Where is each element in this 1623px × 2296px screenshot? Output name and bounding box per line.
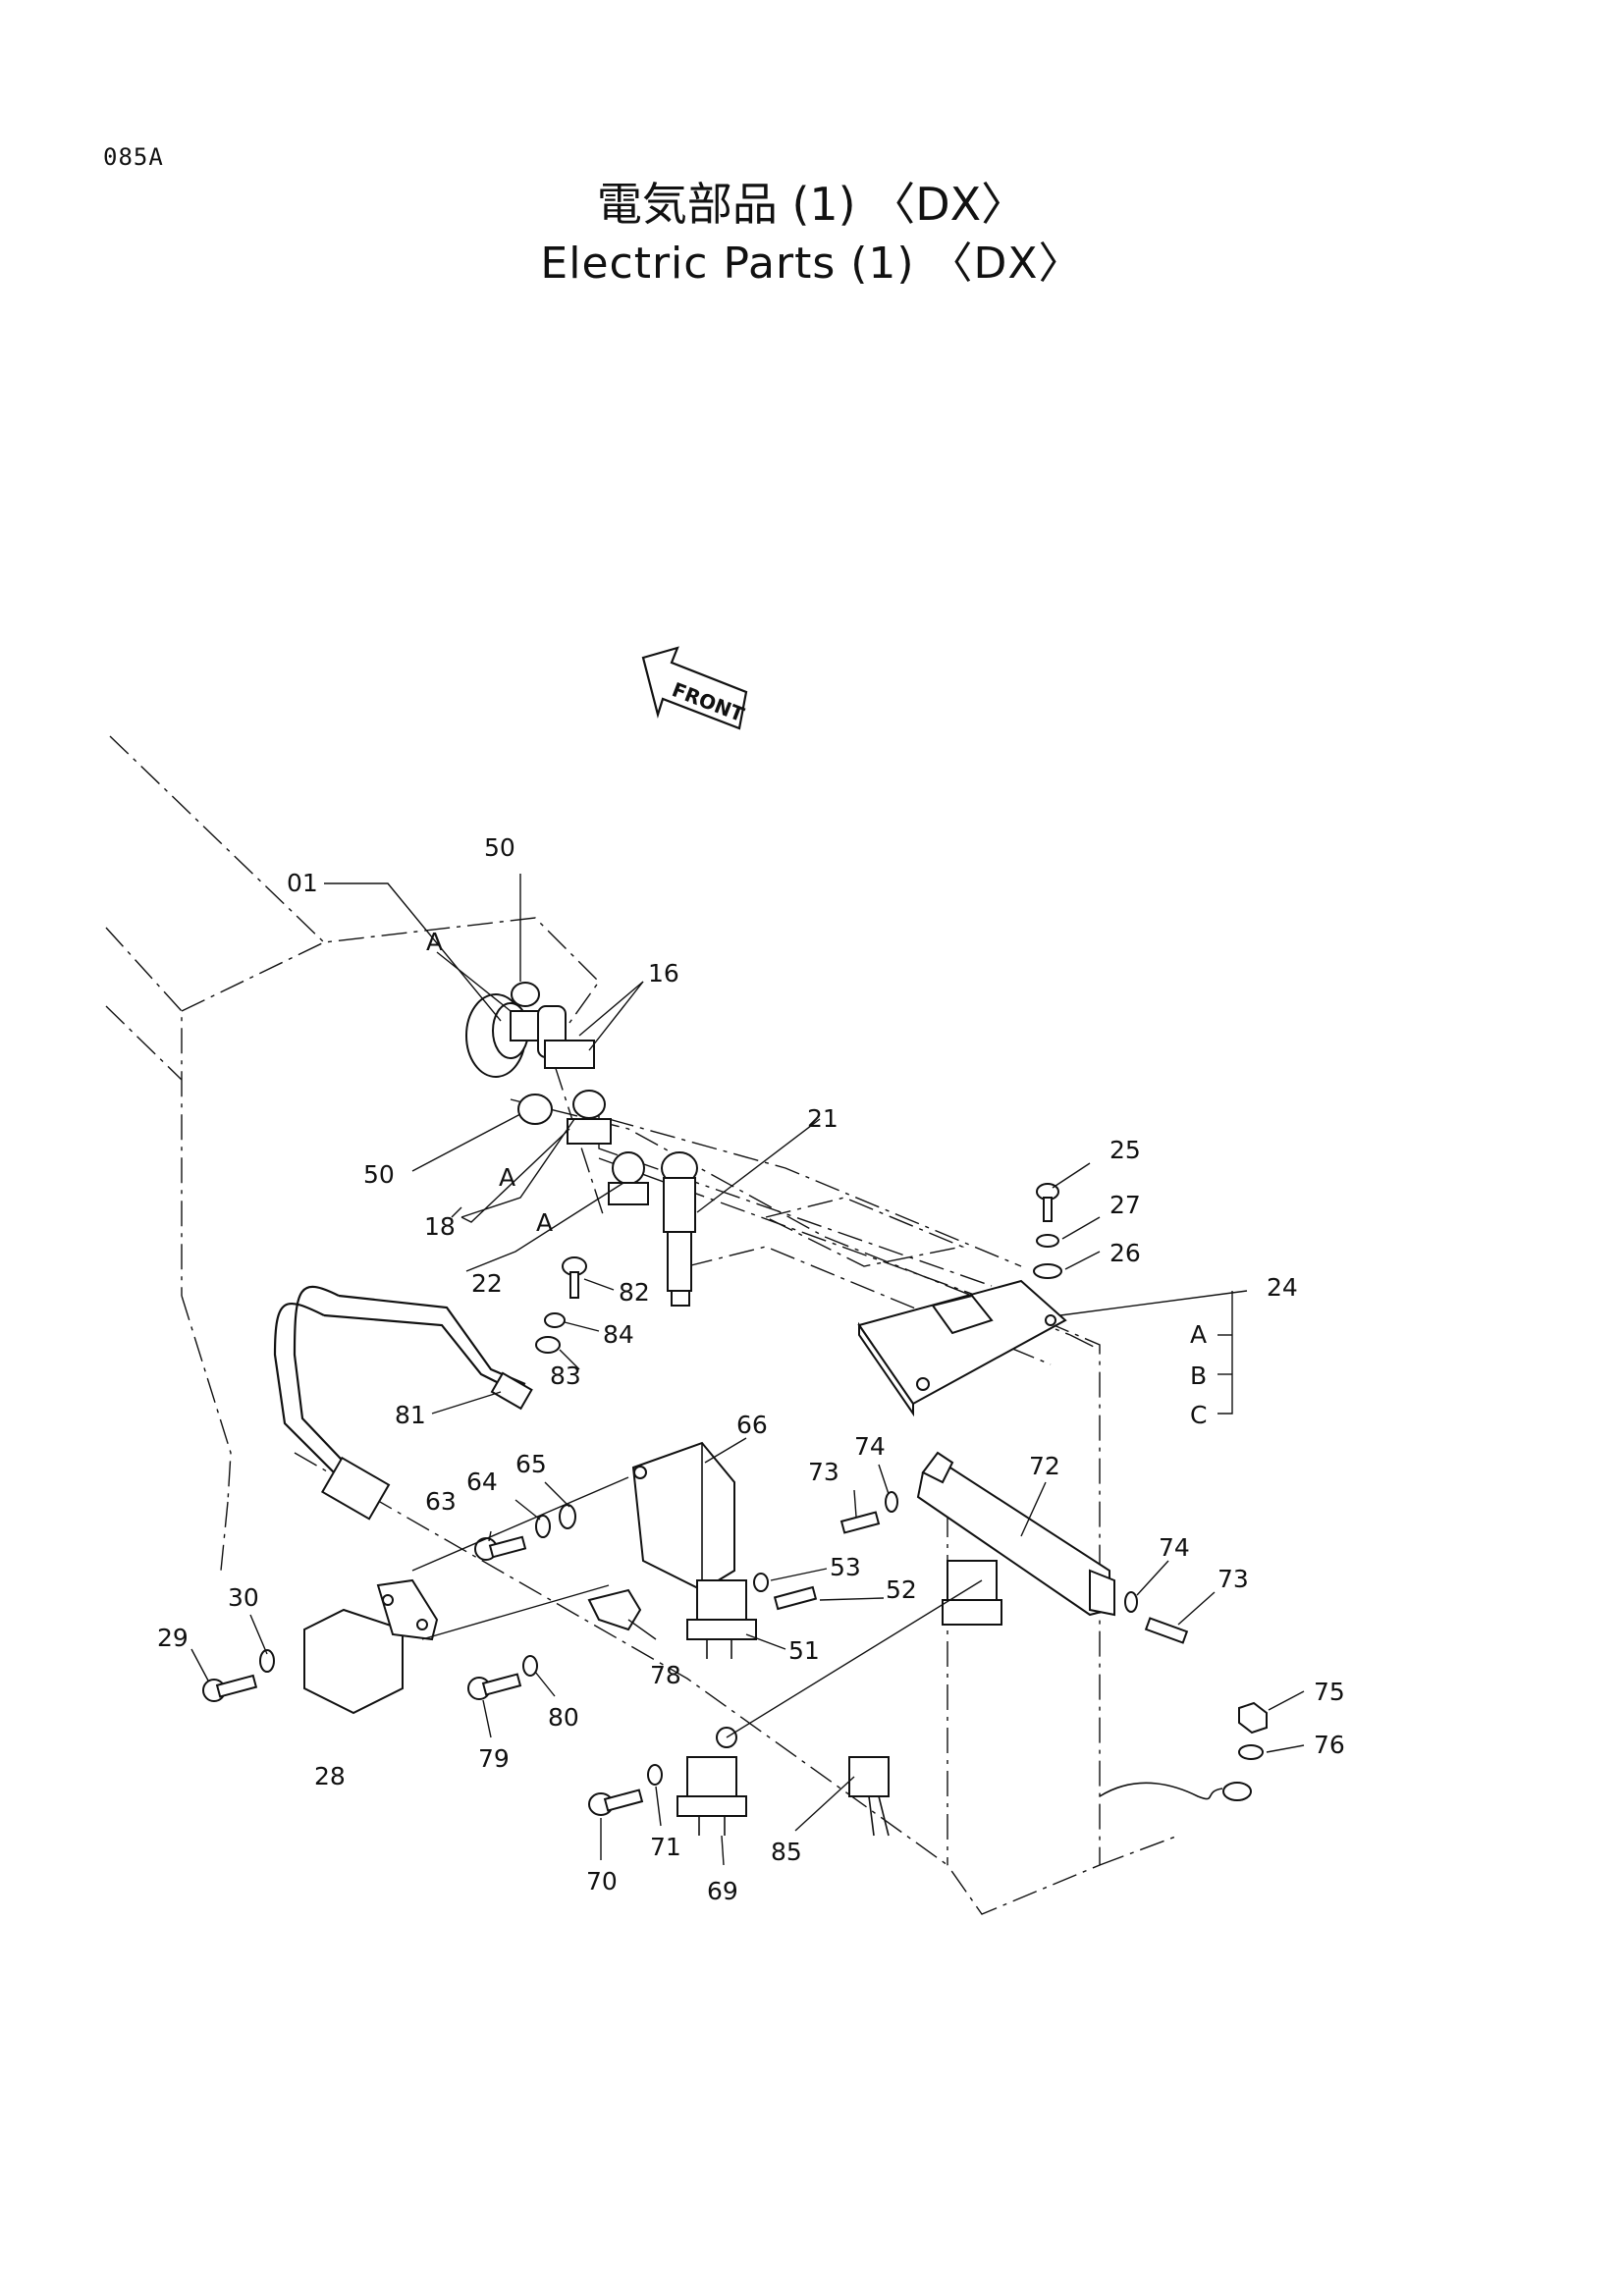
callout-76: 76 xyxy=(1314,1731,1345,1759)
washer-part-74a xyxy=(885,1491,898,1513)
washer-part-80 xyxy=(522,1655,538,1677)
callout-80: 80 xyxy=(548,1703,579,1732)
callout-79: 79 xyxy=(478,1744,510,1773)
callout-30: 30 xyxy=(228,1583,259,1612)
callout-28: 28 xyxy=(314,1762,346,1790)
bolt-part-73b xyxy=(1144,1617,1189,1644)
harness-part-81 xyxy=(273,1285,533,1521)
callout-74: 74 xyxy=(854,1432,886,1461)
callout-27: 27 xyxy=(1109,1191,1141,1219)
callout-16: 16 xyxy=(648,959,679,988)
title-english: Electric Parts (1) 〈DX〉 xyxy=(540,239,1083,289)
callout-c: C xyxy=(1190,1401,1207,1429)
bracket-part-72 xyxy=(916,1451,1115,1626)
key-part xyxy=(537,1005,595,1069)
callout-a: A xyxy=(499,1163,515,1192)
washer-part-30 xyxy=(259,1649,275,1673)
bolt-part-25 xyxy=(1036,1183,1059,1222)
callout-a: A xyxy=(1190,1320,1207,1349)
front-label: FRONT xyxy=(669,677,747,726)
switch-part-22 xyxy=(608,1151,649,1205)
callout-65: 65 xyxy=(515,1450,547,1478)
switch-part-21 xyxy=(661,1151,698,1307)
leader-lines xyxy=(190,874,1305,1866)
callout-75: 75 xyxy=(1314,1678,1345,1706)
washer-part-74b xyxy=(1124,1591,1138,1613)
washer-part-71 xyxy=(647,1764,663,1786)
connector-part-85 xyxy=(848,1756,890,1837)
callout-82: 82 xyxy=(619,1278,650,1307)
callout-25: 25 xyxy=(1109,1136,1141,1164)
callout-22: 22 xyxy=(471,1269,503,1298)
callout-73: 73 xyxy=(808,1458,839,1486)
callout-labels: 01 50 A 16 50 A 18 A 22 21 82 84 83 81 2… xyxy=(157,833,1345,1905)
callout-01: 01 xyxy=(287,869,318,897)
bolt-part-63 xyxy=(474,1535,527,1561)
control-unit-part-66 xyxy=(631,1441,735,1592)
washer-part-27 xyxy=(1036,1234,1059,1248)
callout-72: 72 xyxy=(1029,1452,1060,1480)
cap-part-50b xyxy=(517,1094,553,1125)
switch-part-18 xyxy=(567,1090,612,1145)
callout-18: 18 xyxy=(424,1212,456,1241)
relay-part-51 xyxy=(686,1579,757,1659)
callout-a: A xyxy=(426,928,443,956)
relay-box-part-28 xyxy=(303,1578,439,1715)
callout-73: 73 xyxy=(1217,1565,1249,1593)
callout-70: 70 xyxy=(586,1867,618,1896)
callout-85: 85 xyxy=(771,1838,802,1866)
bolt-part-29 xyxy=(202,1674,258,1702)
control-box-part xyxy=(857,1279,1067,1417)
callout-81: 81 xyxy=(395,1401,426,1429)
washer-part-26 xyxy=(1033,1263,1062,1279)
washer-part-83 xyxy=(535,1336,561,1354)
bolt-part-52 xyxy=(773,1585,818,1611)
callout-66: 66 xyxy=(736,1411,768,1439)
relay-part-69 xyxy=(676,1727,747,1836)
callout-84: 84 xyxy=(603,1320,634,1349)
ground-wire xyxy=(1099,1782,1252,1801)
bolt-part-70 xyxy=(588,1789,644,1816)
callout-a: A xyxy=(536,1208,553,1237)
washer-part-53 xyxy=(753,1573,769,1592)
callout-83: 83 xyxy=(550,1362,581,1390)
callout-26: 26 xyxy=(1109,1239,1141,1267)
callout-53: 53 xyxy=(830,1553,861,1581)
callout-50: 50 xyxy=(484,833,515,862)
bolt-part-82 xyxy=(562,1256,587,1299)
callout-69: 69 xyxy=(707,1877,738,1905)
callout-63: 63 xyxy=(425,1487,457,1516)
callout-51: 51 xyxy=(788,1636,820,1665)
callout-50: 50 xyxy=(363,1160,395,1189)
callout-78: 78 xyxy=(650,1661,681,1689)
nut-part-75 xyxy=(1238,1701,1268,1735)
callout-71: 71 xyxy=(650,1833,681,1861)
callout-b: B xyxy=(1190,1362,1207,1390)
bolt-part-79 xyxy=(467,1673,522,1700)
callout-21: 21 xyxy=(807,1104,839,1133)
callout-52: 52 xyxy=(886,1575,917,1604)
key-switch-part xyxy=(465,993,541,1078)
washer-part-76 xyxy=(1238,1744,1264,1760)
front-arrow-icon: FRONT xyxy=(641,646,748,730)
cap-part-50a xyxy=(511,982,540,1007)
bolt-part-73a xyxy=(839,1511,881,1534)
washer-part-65 xyxy=(559,1504,576,1529)
page-code: 085A xyxy=(103,143,164,171)
callout-74: 74 xyxy=(1159,1533,1190,1562)
washer-part-84 xyxy=(544,1312,566,1328)
callout-64: 64 xyxy=(466,1468,498,1496)
washer-part-64 xyxy=(535,1515,551,1538)
clip-part-78 xyxy=(587,1588,642,1631)
title-japanese: 電気部品 (1) 〈DX〉 xyxy=(596,178,1027,231)
callout-29: 29 xyxy=(157,1624,189,1652)
callout-24: 24 xyxy=(1267,1273,1298,1302)
